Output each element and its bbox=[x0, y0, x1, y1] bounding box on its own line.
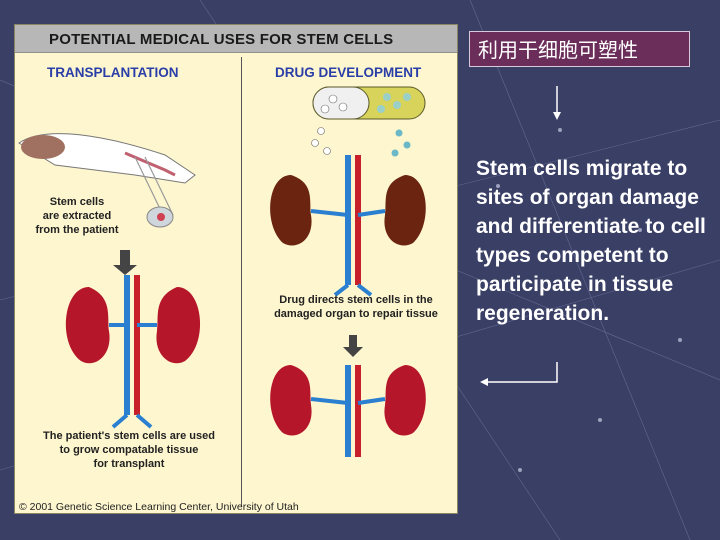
illustration bbox=[18, 86, 426, 457]
drug-development-heading: DRUG DEVELOPMENT bbox=[275, 65, 422, 80]
repaired-kidneys bbox=[270, 365, 426, 457]
caption-extract: Stem cells are extracted from the patien… bbox=[35, 196, 119, 236]
copyright: © 2001 Genetic Science Learning Center, … bbox=[19, 501, 299, 513]
transplant-kidneys bbox=[65, 275, 201, 429]
chinese-label-box: 利用干细胞可塑性 bbox=[469, 31, 690, 67]
description-text: Stem cells migrate to sites of organ dam… bbox=[476, 157, 706, 325]
panel-title: POTENTIAL MEDICAL USES FOR STEM CELLS bbox=[15, 25, 457, 53]
stem-cell-uses-panel: POTENTIAL MEDICAL USES FOR STEM CELLS TR… bbox=[14, 24, 458, 514]
patient-illustration bbox=[18, 133, 196, 228]
drug-capsule bbox=[311, 86, 426, 157]
caption-drug: Drug directs stem cells in the damaged o… bbox=[274, 294, 438, 320]
caption-grow: The patient's stem cells are used to gro… bbox=[43, 430, 215, 470]
damaged-kidneys bbox=[270, 155, 426, 297]
column-divider bbox=[241, 57, 242, 507]
transplantation-heading: TRANSPLANTATION bbox=[47, 65, 179, 80]
